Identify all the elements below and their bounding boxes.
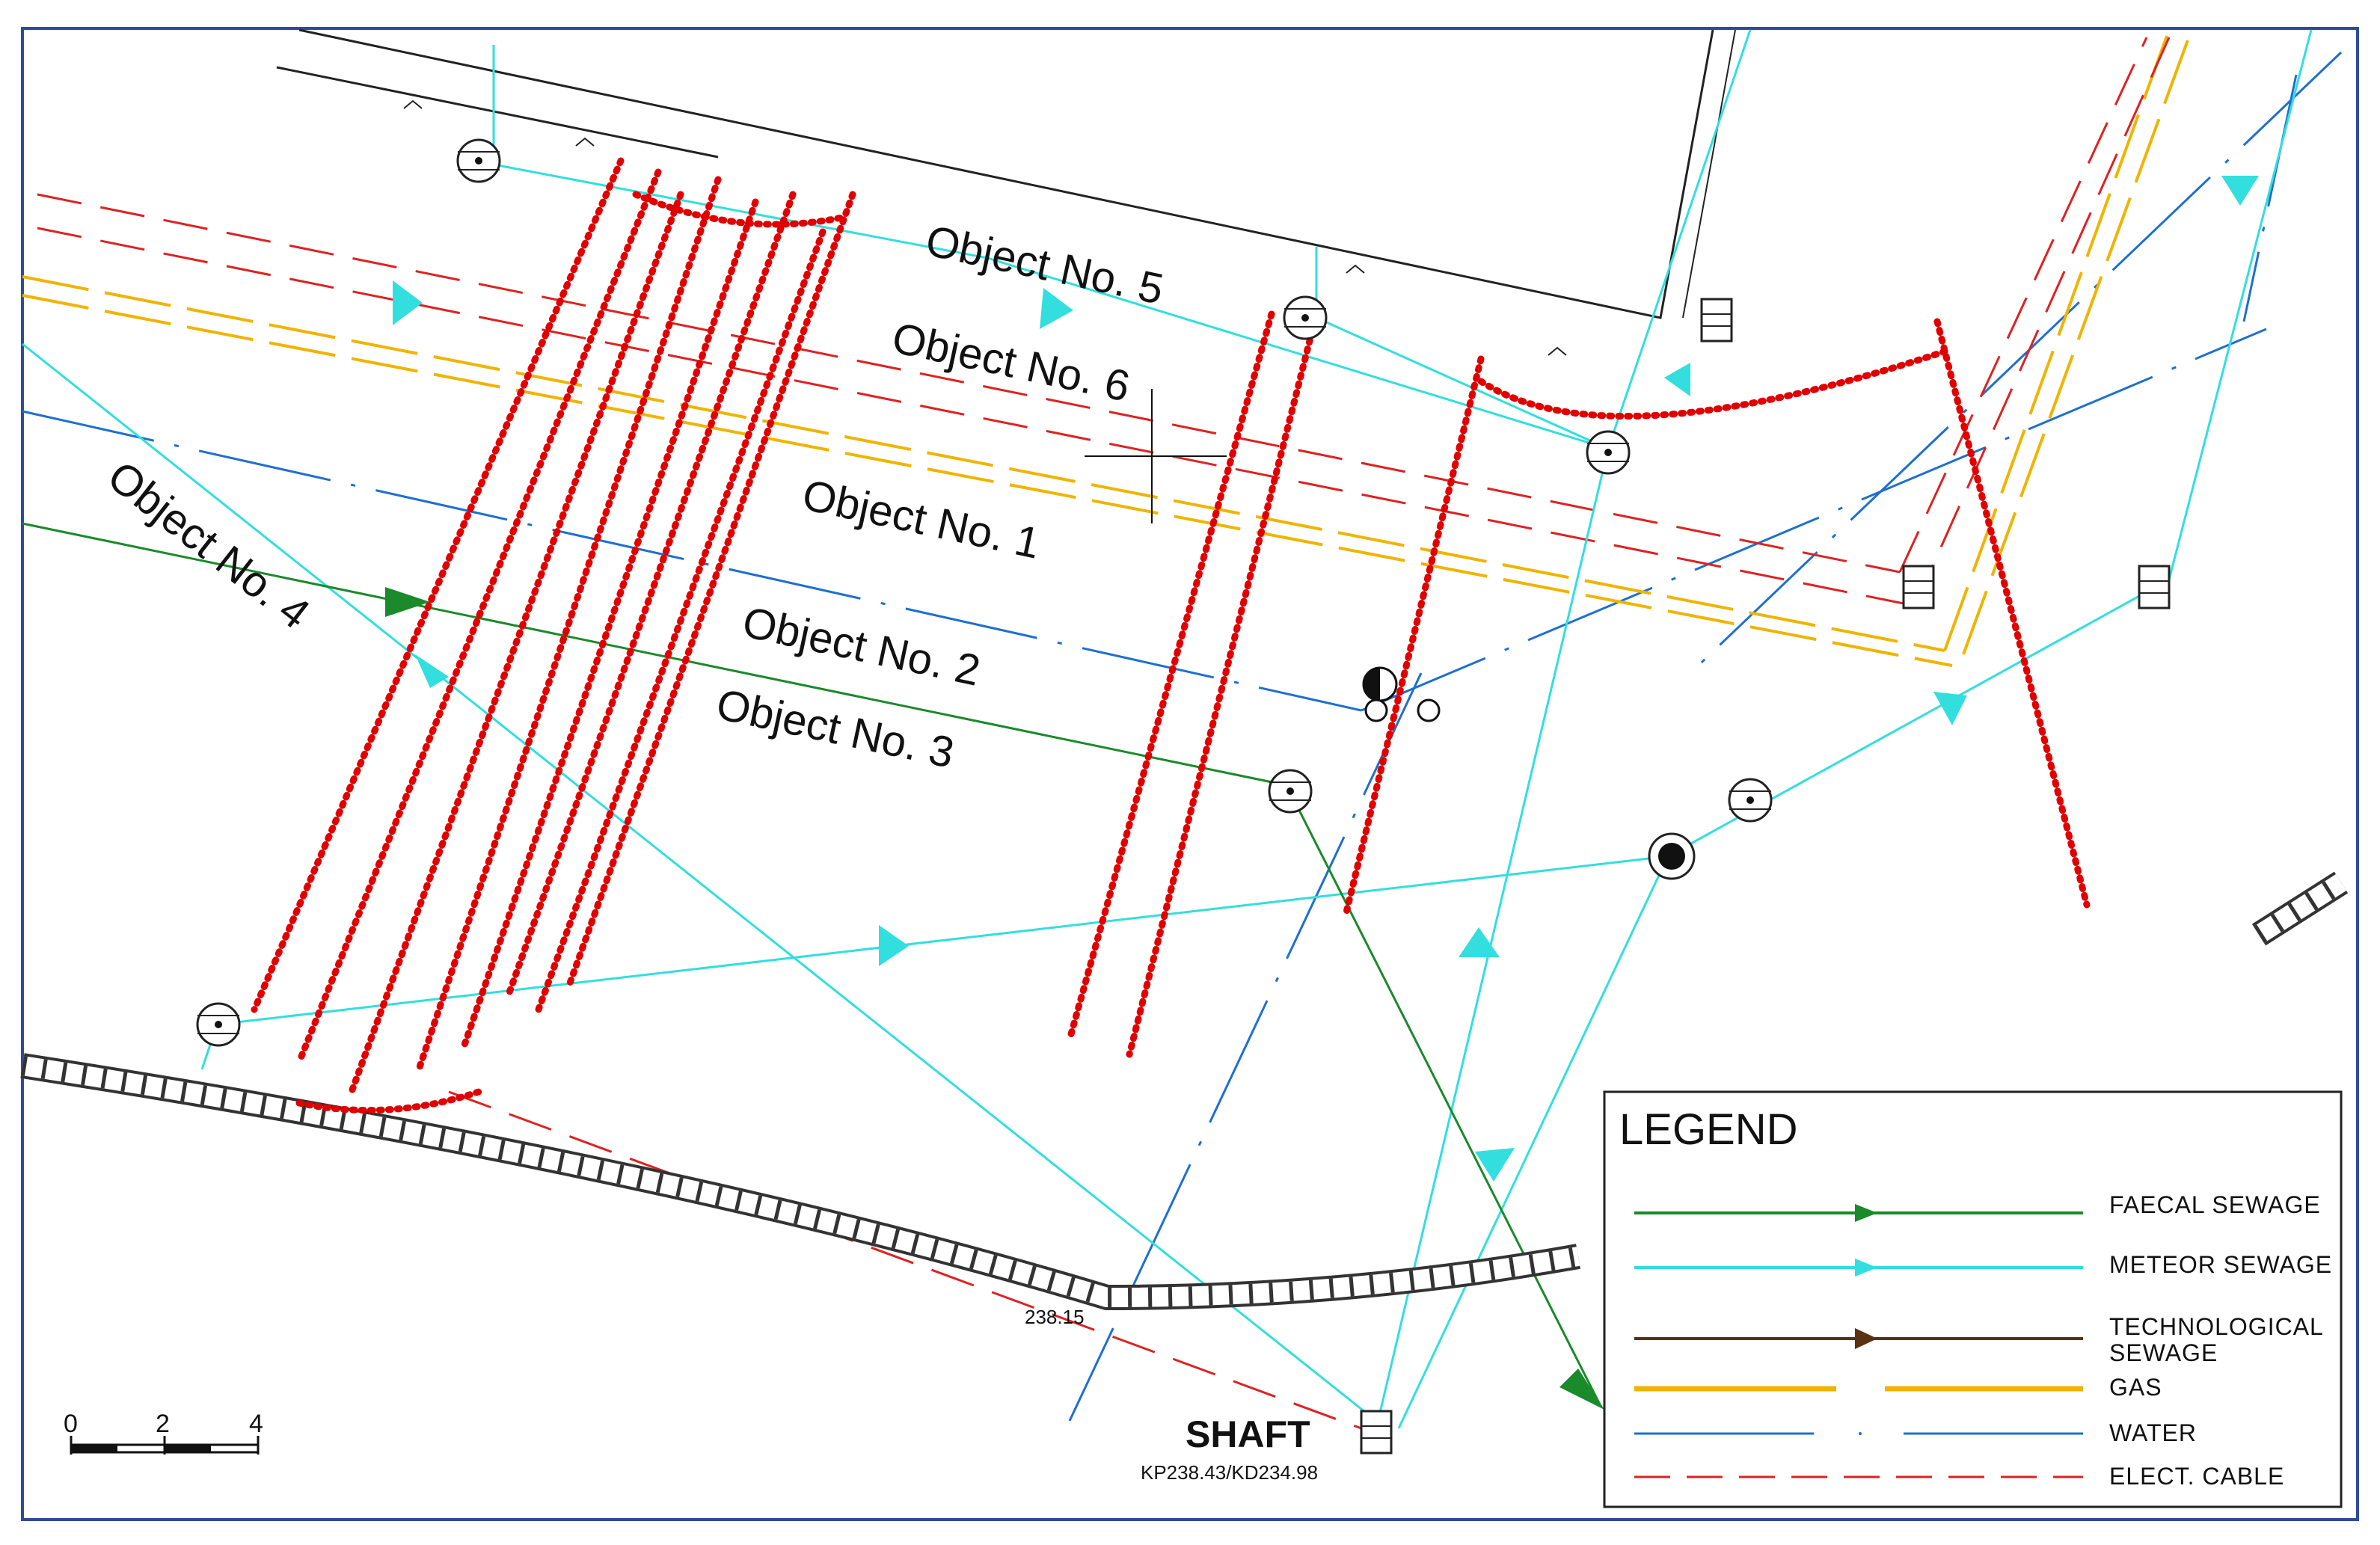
label-object-3: Object No. 3 — [712, 680, 958, 778]
shaft-title: SHAFT — [1186, 1413, 1310, 1455]
label-object-6: Object No. 6 — [888, 313, 1134, 411]
legend-label-water: WATER — [2109, 1419, 2197, 1446]
legend-item-meteor: METEOR SEWAGE — [1634, 1251, 2332, 1278]
shaft-chainage: KP238.43/KD234.98 — [1141, 1461, 1318, 1484]
label-object-1: Object No. 1 — [798, 470, 1044, 568]
legend-label-gas: GAS — [2109, 1374, 2162, 1401]
legend: LEGEND FAECAL SEWAGE METEOR SEWAGE TECHN… — [1603, 1090, 2343, 1508]
meteor-sewage-lines — [22, 29, 2313, 1429]
water-lines — [22, 51, 2343, 1422]
label-object-2: Object No. 2 — [738, 598, 984, 695]
legend-title: LEGEND — [1619, 1105, 1798, 1154]
legend-label-faecal: FAECAL SEWAGE — [2109, 1191, 2321, 1218]
scale-tick-0: 0 — [64, 1410, 78, 1438]
legend-item-water: WATER — [1634, 1419, 2197, 1446]
scale-tick-4: 4 — [249, 1410, 263, 1438]
legend-label-elect-cable: ELECT. CABLE — [2109, 1463, 2284, 1490]
survey-crosshair — [1085, 389, 1227, 523]
legend-item-gas: GAS — [1634, 1374, 2162, 1401]
building-outline — [276, 28, 1736, 356]
legend-label-technological-1: TECHNOLOGICAL — [2109, 1313, 2324, 1340]
legend-label-meteor: METEOR SEWAGE — [2109, 1251, 2332, 1278]
elect-cable-lines — [37, 37, 2171, 1430]
manholes — [196, 138, 1773, 1047]
legend-box — [1603, 1090, 2343, 1508]
elevation-label: 238.15 — [1025, 1306, 1085, 1328]
legend-item-faecal: FAECAL SEWAGE — [1634, 1191, 2321, 1222]
legend-item-technological: TECHNOLOGICAL SEWAGE — [1634, 1313, 2324, 1366]
tunnel-segments — [20, 871, 2349, 1311]
detected-anomalies — [251, 157, 2091, 1114]
legend-label-technological-2: SEWAGE — [2109, 1339, 2218, 1366]
scale-tick-2: 2 — [156, 1410, 170, 1438]
gas-lines — [22, 29, 2193, 667]
map-frame — [21, 27, 2359, 1521]
scale-bar: 0 2 4 — [64, 1410, 263, 1455]
legend-item-elect-cable: ELECT. CABLE — [1634, 1463, 2284, 1490]
